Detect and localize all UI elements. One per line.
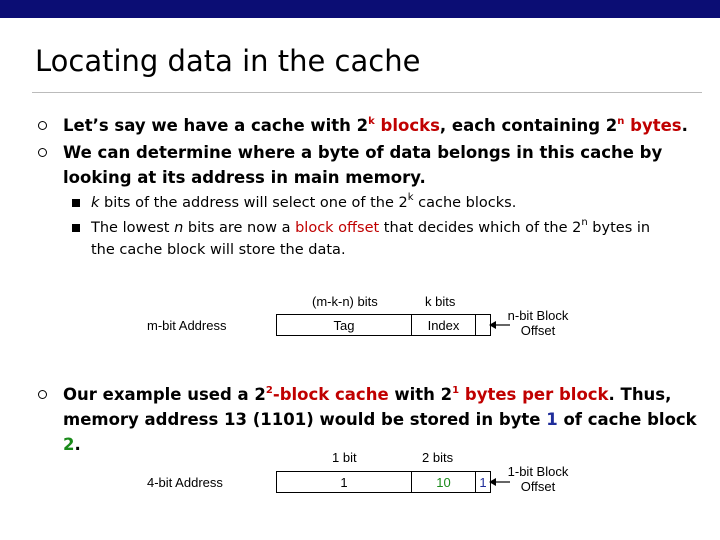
- text-run: , each containing 2: [439, 116, 618, 135]
- superscript: n: [617, 116, 625, 127]
- index-field: Index: [411, 314, 476, 336]
- text-run: .: [681, 116, 688, 135]
- text-run: bits of the address will select one of t…: [99, 195, 408, 211]
- offset-label: 1-bit Block Offset: [507, 464, 569, 494]
- text-run: . Thus, memory address 13 (1101) would b…: [63, 385, 672, 429]
- bullet-text: We can determine where a byte of data be…: [63, 143, 663, 187]
- tag-field: 1: [276, 471, 412, 493]
- arrow-left-icon: [489, 321, 510, 329]
- superscript: 1: [452, 385, 460, 396]
- subbullet-text: k bits of the address will select one of…: [91, 192, 672, 214]
- text-run: Let’s say we have a cache with 2: [63, 116, 369, 135]
- highlight-byte-number: 1: [546, 410, 558, 429]
- text-run: Our example used a 2: [63, 385, 266, 404]
- tag-bits-header: (m-k-n) bits: [312, 294, 378, 309]
- square-bullet-icon: [72, 199, 80, 207]
- superscript: n: [581, 217, 588, 228]
- index-field: 10: [411, 471, 476, 493]
- text-run: with 2: [388, 385, 453, 404]
- highlight-block-offset: block offset: [295, 220, 380, 236]
- bullet-example: Our example used a 22-block cache with 2…: [38, 382, 698, 457]
- highlight-block-cache: -block cache: [272, 385, 389, 404]
- text-run: n: [174, 220, 184, 236]
- superscript: k: [368, 116, 375, 127]
- subbullet-block-offset: The lowest n bits are now a block offset…: [72, 217, 672, 261]
- slide-title: Locating data in the cache: [35, 44, 421, 78]
- text-run: The lowest: [91, 220, 175, 236]
- subbullet-text: The lowest n bits are now a block offset…: [91, 217, 672, 261]
- text-run: that decides which of the 2: [379, 220, 582, 236]
- address-label: 4-bit Address: [147, 475, 223, 490]
- tag-field: Tag: [276, 314, 412, 336]
- offset-label: n-bit Block Offset: [507, 308, 569, 338]
- circle-bullet-icon: [38, 121, 47, 130]
- bullet-text: Let’s say we have a cache with 2k blocks…: [63, 113, 698, 138]
- index-bits-header: 2 bits: [422, 450, 454, 465]
- square-bullet-icon: [72, 224, 80, 232]
- index-bits-header: k bits: [425, 294, 456, 309]
- tag-bits-header: 1 bit: [332, 450, 357, 465]
- text-run: cache blocks.: [413, 195, 517, 211]
- circle-bullet-icon: [38, 390, 47, 399]
- bullet-determine-location: We can determine where a byte of data be…: [38, 140, 698, 190]
- highlight-bytes: bytes: [624, 116, 682, 135]
- bullet-cache-blocks: Let’s say we have a cache with 2k blocks…: [38, 113, 698, 138]
- top-banner: [0, 0, 720, 18]
- text-run: bits are now a: [183, 220, 296, 236]
- text-run: k: [91, 195, 100, 211]
- superscript: k: [407, 192, 414, 203]
- arrow-left-icon: [489, 478, 510, 486]
- bullet-text: Our example used a 22-block cache with 2…: [63, 382, 698, 457]
- subbullet-k-bits: k bits of the address will select one of…: [72, 192, 672, 214]
- title-underline: [32, 92, 702, 93]
- address-label: m-bit Address: [147, 318, 227, 333]
- highlight-blocks: blocks: [374, 116, 440, 135]
- text-run: bytes in the cache block will store the …: [91, 220, 651, 258]
- text-run: of cache block: [557, 410, 697, 429]
- highlight-block-number: 2: [63, 435, 75, 454]
- text-run: .: [74, 435, 81, 454]
- superscript: 2: [265, 385, 273, 396]
- highlight-bytes-per-block: bytes per block: [459, 385, 609, 404]
- circle-bullet-icon: [38, 148, 47, 157]
